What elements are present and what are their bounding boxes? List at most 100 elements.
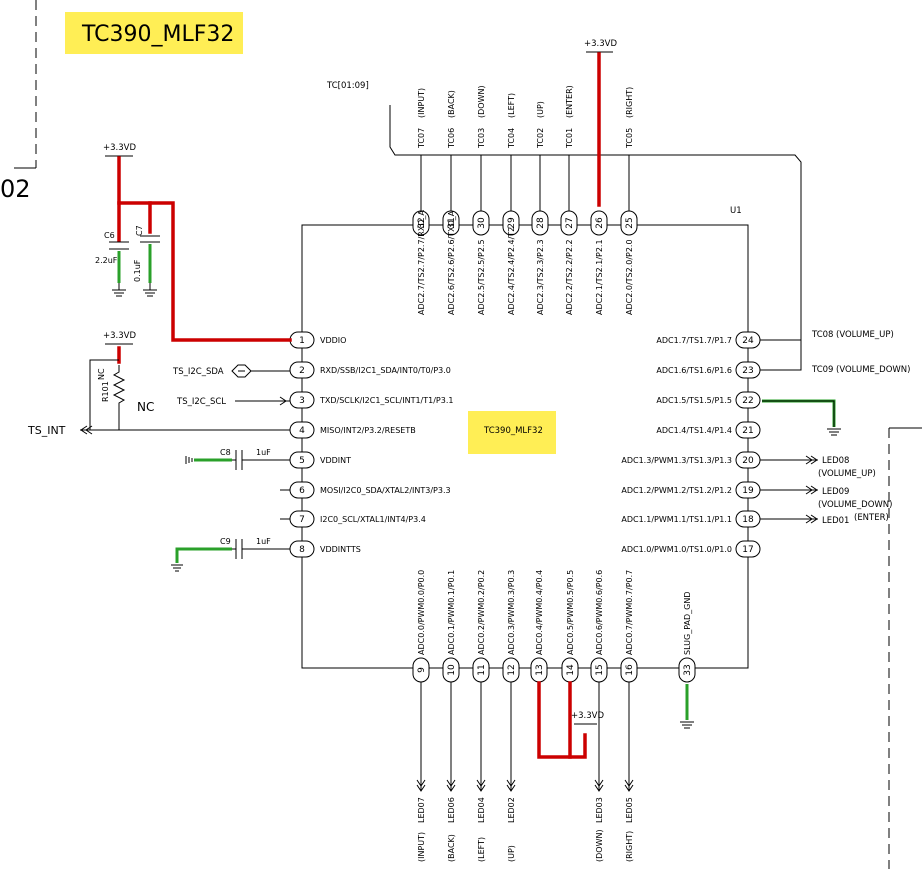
vddio-power-trace <box>117 156 292 342</box>
pin-24-number: 24 <box>742 336 754 346</box>
led01-arrow-icon <box>805 514 818 524</box>
net-led08: LED08 <box>822 456 849 466</box>
pin-22-number: 22 <box>742 396 753 406</box>
r101-nc-note: NC <box>137 400 154 414</box>
pin-21-number: 21 <box>742 426 753 436</box>
r101-nc-label: NC <box>97 368 106 380</box>
net-tc02-func: (UP) <box>536 101 545 118</box>
pin-21-name: ADC1.4/TS1.4/P1.4 <box>656 426 732 435</box>
net-led04-func: (LEFT) <box>477 837 486 862</box>
net-tc01: TC01 <box>565 128 574 149</box>
pin-17 <box>735 540 761 558</box>
pin-4-number: 4 <box>299 426 305 436</box>
net-ts-i2c-scl: TS_I2C_SCL <box>176 397 226 407</box>
pin-22-name: ADC1.5/TS1.5/P1.5 <box>656 396 732 405</box>
pin-21 <box>735 421 761 439</box>
output-arrow-icon <box>80 425 93 435</box>
pin-33 <box>678 657 696 683</box>
led08-arrow-icon <box>805 455 818 465</box>
net-led09-func: (VOLUME_DOWN) <box>818 500 892 510</box>
bus-label: TC[01:09] <box>326 81 369 91</box>
pin-6-name: MOSI/I2C0_SDA/XTAL2/INT3/P3.3 <box>320 486 451 495</box>
pin-11-number: 11 <box>477 664 487 675</box>
c7-value: 0.1uF <box>133 259 142 282</box>
pin-25 <box>620 210 638 236</box>
pin-15-number: 15 <box>595 664 605 675</box>
pin-7-number: 7 <box>299 515 305 525</box>
pin-17-name: ADC1.0/PWM1.0/TS1.0/P1.0 <box>621 545 732 554</box>
net-led05: LED05 <box>625 797 634 823</box>
bidir-port-icon <box>231 364 252 378</box>
net-tc09: TC09 <box>811 365 833 375</box>
net-tc04-func: (LEFT) <box>507 93 516 118</box>
pin-2 <box>289 361 315 379</box>
net-led01-func: (ENTER) <box>854 513 889 523</box>
pin-30-number: 30 <box>477 217 487 229</box>
net-tc08: TC08 <box>811 330 833 340</box>
net-led07: LED07 <box>417 797 426 823</box>
pin-8-number: 8 <box>299 545 305 555</box>
ground-symbol-slug <box>680 721 694 729</box>
pin-31-name: ADC2.6/TS2.6/P2.6/TXD_A <box>447 210 456 315</box>
net-ts-i2c-sda: TS_I2C_SDA <box>172 367 224 377</box>
net-tc05-func: (RIGHT) <box>625 87 634 118</box>
pin-29 <box>502 210 520 236</box>
net-tc02: TC02 <box>536 128 545 149</box>
pin-3-number: 3 <box>299 396 305 406</box>
vdd-label-top: +3.3VD <box>584 39 617 49</box>
pin-13-name: ADC0.4/PWM0.4/P0.4 <box>535 570 544 655</box>
wire-pin23 <box>760 340 802 371</box>
chip-label: TC390_MLF32 <box>483 426 543 436</box>
pin-15-name: ADC0.6/PWM0.6/P0.6 <box>595 570 604 655</box>
pin-3 <box>289 391 315 409</box>
net-tc03-func: (DOWN) <box>477 85 486 118</box>
pin-23-number: 23 <box>742 366 753 376</box>
pin-19-name: ADC1.2/PWM1.2/TS1.2/P1.2 <box>621 486 732 495</box>
pin-30 <box>472 210 490 236</box>
pin-18-number: 18 <box>742 515 754 525</box>
pin-17-number: 17 <box>742 545 753 555</box>
sheet-marker: 02 <box>0 175 31 203</box>
net-tc04: TC04 <box>507 128 516 149</box>
c9-value: 1uF <box>256 537 271 546</box>
net-ts-int: TS_INT <box>27 424 66 437</box>
chip-label-highlight <box>468 411 556 454</box>
pin-23-name: ADC1.6/TS1.6/P1.6 <box>656 366 732 375</box>
schematic-title: TC390_MLF32 <box>81 22 234 47</box>
pin-2-name: RXD/SSB/I2C1_SDA/INT0/T0/P3.0 <box>320 366 451 375</box>
pin-32-name: ADC2.7/TS2.7/P2.7/RXD_A <box>417 210 426 315</box>
pin-25-name: ADC2.0/TS2.0/P2.0 <box>625 239 634 315</box>
pin-2-number: 2 <box>299 366 305 376</box>
pin-26-name: ADC2.1/TS2.1/P2.1 <box>595 239 604 315</box>
pin10-arrow-icon <box>446 779 456 792</box>
pin22-ground-trace <box>762 399 836 427</box>
pin-1-number: 1 <box>299 336 305 346</box>
net-led03: LED03 <box>595 797 604 823</box>
net-led03-func: (DOWN) <box>595 829 604 862</box>
pin-26-number: 26 <box>595 217 605 229</box>
pin-28 <box>531 210 549 236</box>
net-tc06: TC06 <box>447 128 456 149</box>
pin15-arrow-icon <box>594 779 604 792</box>
pin-25-number: 25 <box>625 217 635 228</box>
pin-12-number: 12 <box>507 664 517 675</box>
net-led09: LED09 <box>822 487 849 497</box>
vdd-label-r101: +3.3VD <box>103 331 136 341</box>
ic-refdes: U1 <box>730 206 742 216</box>
c9-ref: C9 <box>220 537 231 546</box>
pin-9-name: ADC0.0/PWM0.0/P0.0 <box>417 570 426 655</box>
capacitor-c6 <box>109 241 129 297</box>
net-tc06-func: (BACK) <box>447 90 456 118</box>
pin-16-number: 16 <box>625 664 635 676</box>
pin-14-number: 14 <box>566 664 576 676</box>
vdd-label-left: +3.3VD <box>103 143 136 153</box>
net-tc08-func: (VOLUME_UP) <box>836 330 894 340</box>
pin22-ground-wire <box>762 400 835 427</box>
pin-12-name: ADC0.3/PWM0.3/P0.3 <box>507 570 516 655</box>
pin-5-name: VDDINT <box>320 456 351 465</box>
pin-22 <box>735 391 761 409</box>
pin-14-name: ADC0.5/PWM0.5/P0.5 <box>566 570 575 655</box>
led09-arrow-icon <box>805 485 818 495</box>
